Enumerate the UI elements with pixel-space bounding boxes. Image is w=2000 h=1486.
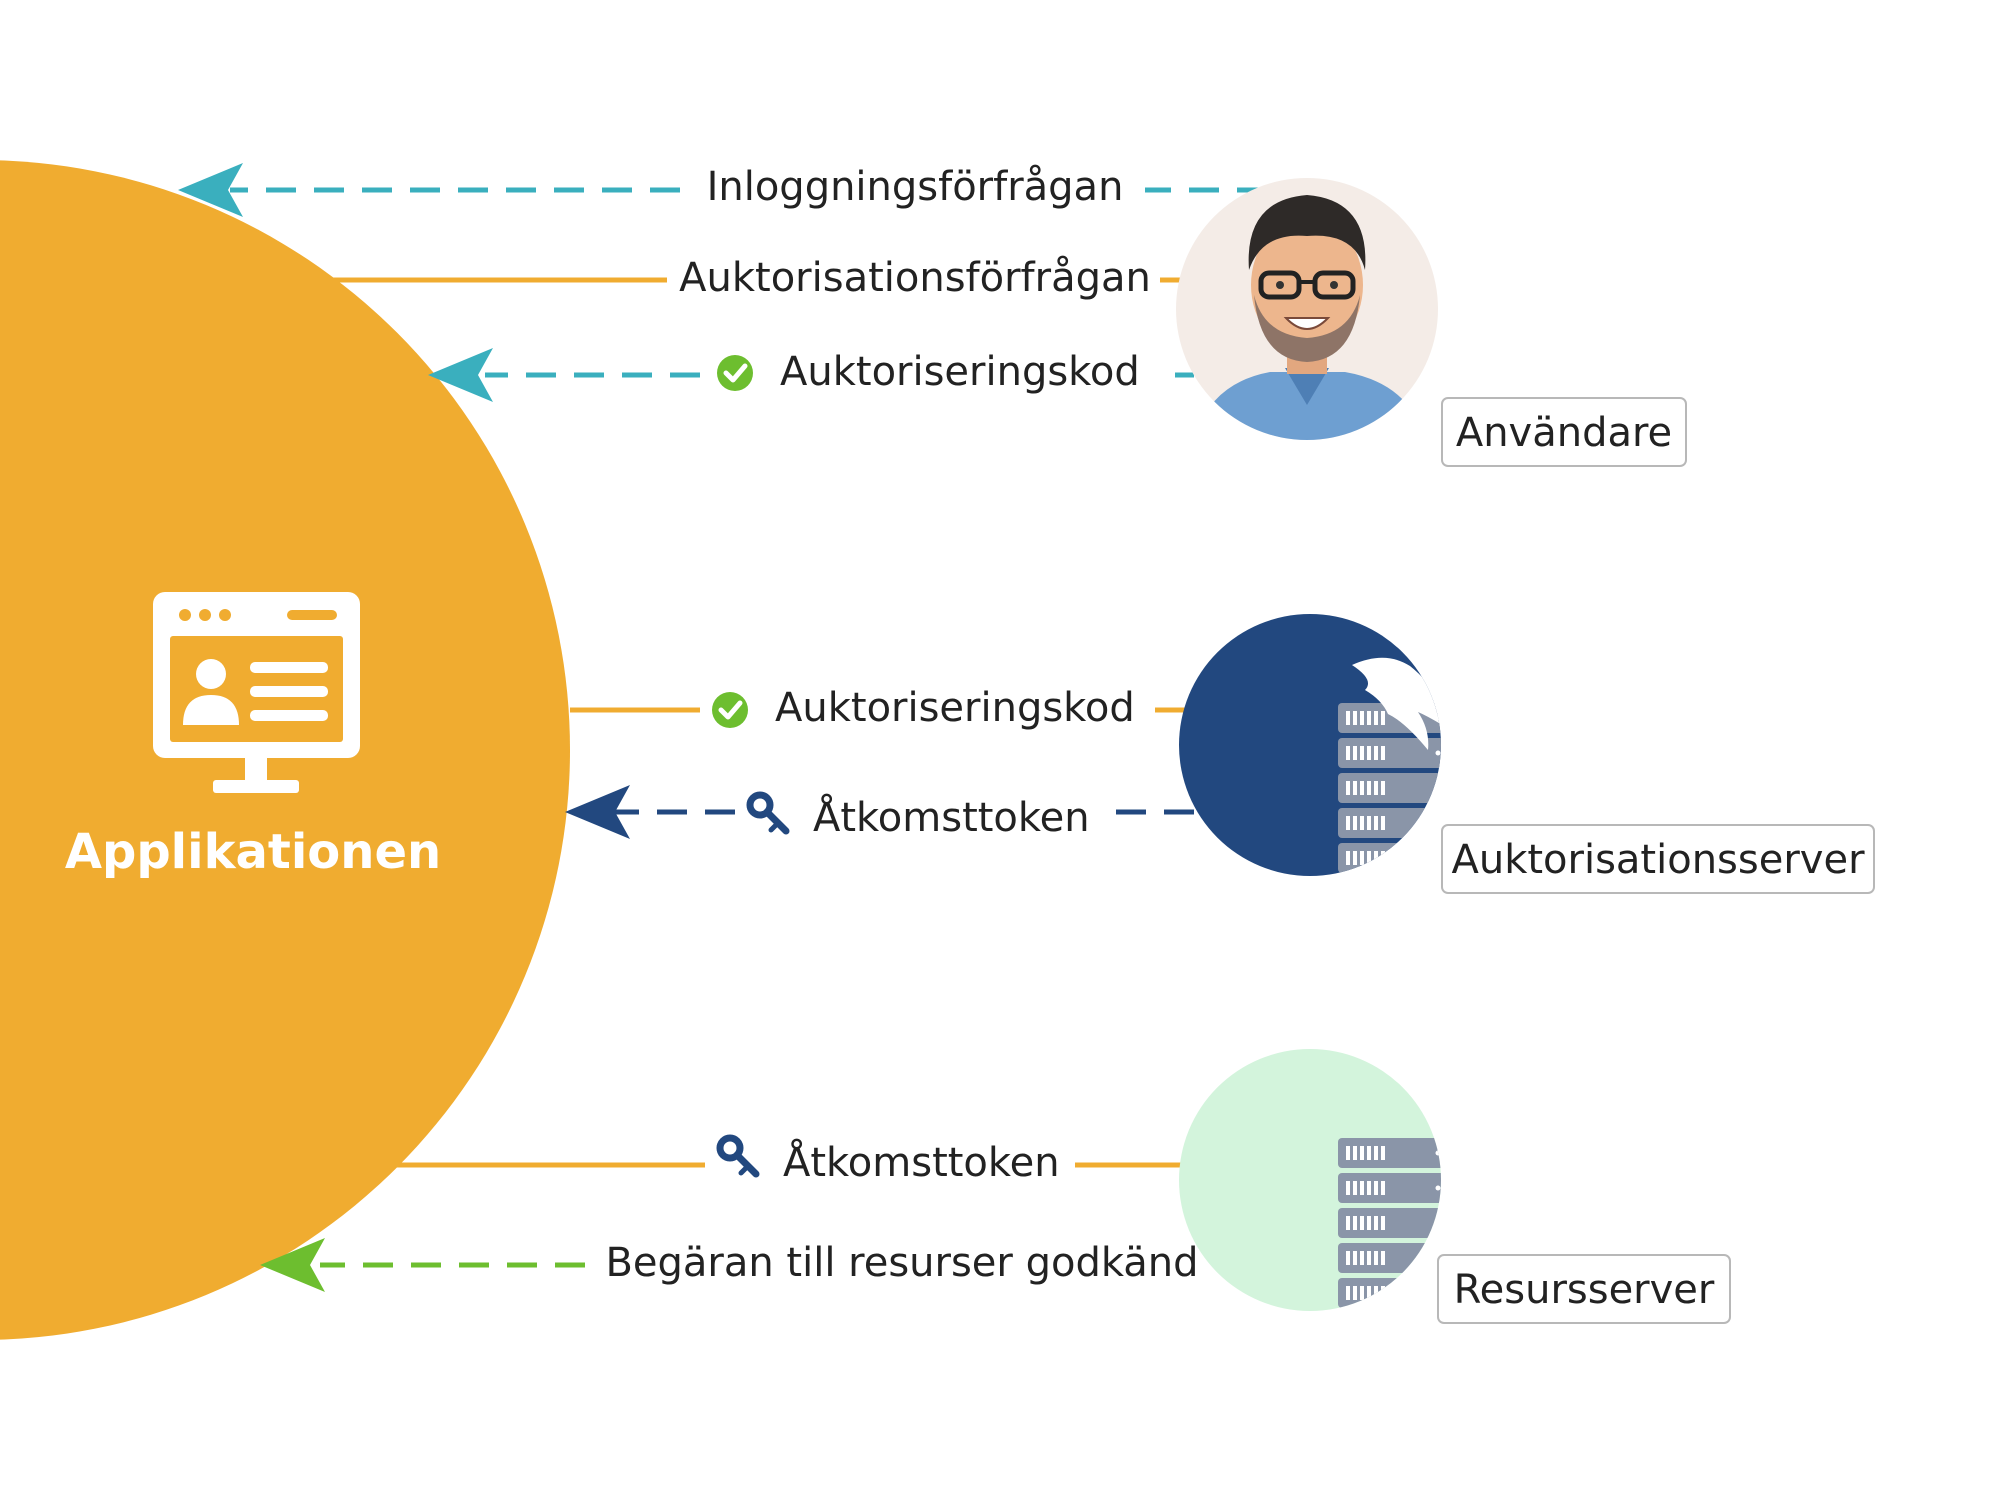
flow-arrows: Inloggningsförfrågan Auktorisationsförfr… <box>178 163 1315 1292</box>
flow-label: Auktoriseringskod <box>780 349 1140 395</box>
flow-label: Åtkomsttoken <box>813 793 1090 841</box>
arrowhead-left <box>565 785 630 839</box>
user-label-box: Användare <box>1441 397 1687 467</box>
flow-label: Begäran till resurser godkänd <box>605 1240 1198 1286</box>
key-icon <box>716 1134 760 1178</box>
flow-authorization-code-send: Auktoriseringskod <box>570 683 1270 737</box>
flow-authorization-code-return: Auktoriseringskod <box>428 348 1290 402</box>
resource-server-label-box: Resursserver <box>1437 1254 1731 1324</box>
check-circle-icon <box>717 355 753 391</box>
arrowhead-left <box>428 348 493 402</box>
flow-resource-request-approved: Begäran till resurser godkänd <box>260 1238 1290 1292</box>
flow-label: Åtkomsttoken <box>783 1138 1060 1186</box>
flow-access-token-return: Åtkomsttoken <box>565 785 1290 841</box>
browser-window-user-profile-icon <box>153 592 360 793</box>
arrowhead-left <box>260 1238 325 1292</box>
eagle-server-rack-icon <box>1338 657 1441 873</box>
check-circle-icon <box>712 692 748 728</box>
user-label: Användare <box>1456 410 1672 456</box>
flow-label: Auktoriseringskod <box>775 685 1135 731</box>
flow-access-token-send: Åtkomsttoken <box>390 1134 1270 1192</box>
arrowhead-left <box>178 163 243 217</box>
authorization-server-label-box: Auktorisationsserver <box>1441 824 1875 894</box>
flow-label: Auktorisationsförfrågan <box>679 255 1151 301</box>
user-node: Användare <box>1176 178 1687 467</box>
authorization-server-label: Auktorisationsserver <box>1451 837 1865 883</box>
authorization-server-node: Auktorisationsserver <box>1179 614 1875 894</box>
resource-server-label: Resursserver <box>1454 1267 1715 1313</box>
application-node: Applikationen <box>0 160 570 1340</box>
flow-authorization-request: Auktorisationsförfrågan <box>320 253 1278 307</box>
flow-label: Inloggningsförfrågan <box>707 164 1124 210</box>
application-label: Applikationen <box>65 824 441 880</box>
flow-login-request: Inloggningsförfrågan <box>178 163 1315 217</box>
resource-server-node: Resursserver <box>1179 1049 1731 1324</box>
key-icon <box>746 791 790 835</box>
